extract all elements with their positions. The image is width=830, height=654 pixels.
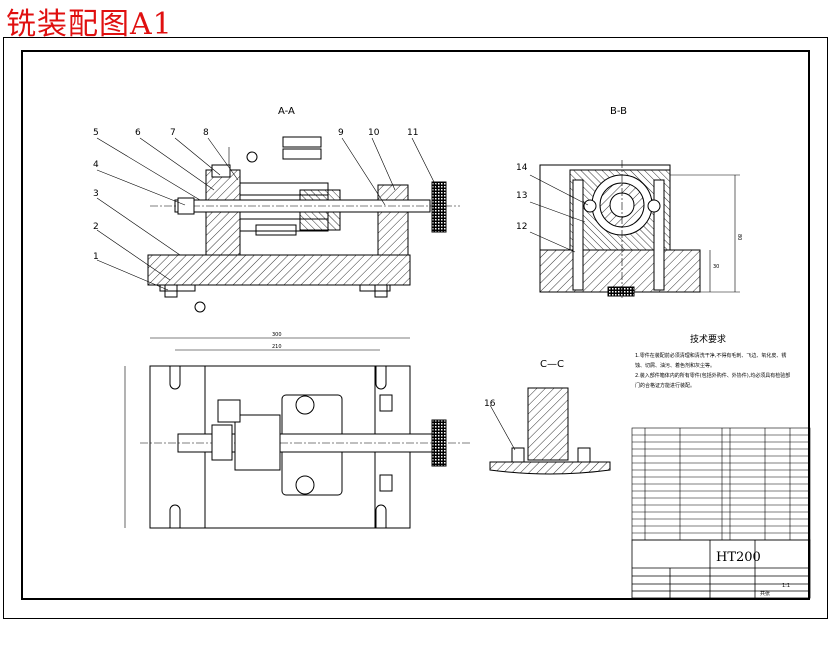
- part-label-12: 12: [516, 222, 527, 232]
- section-cc-view: C—C: [489, 359, 611, 475]
- drawing-scale: 1:1: [782, 583, 790, 589]
- part-number-labels: 5 6 7 8 9 10 11 4 3 2 1 14 13 12 16: [93, 128, 528, 409]
- part-label-2: 2: [93, 222, 99, 232]
- part-label-1: 1: [93, 252, 99, 262]
- material-spec: HT200: [716, 550, 761, 565]
- drawing-frame: [21, 50, 810, 600]
- part-label-8: 8: [203, 128, 209, 138]
- section-cc-label: C—C: [540, 359, 564, 370]
- section-aa-view: A-A: [96, 106, 460, 313]
- part-label-3: 3: [93, 189, 99, 199]
- dimension-inner-width: 210: [272, 344, 282, 350]
- part-label-16: 16: [484, 399, 496, 409]
- part-label-6: 6: [135, 128, 141, 138]
- outer-border: [3, 37, 828, 619]
- part-label-14: 14: [516, 163, 528, 173]
- part-label-7: 7: [170, 128, 176, 138]
- tech-requirements-line-3: 2.装入部件箱体内的所有零件(包括外购件、外协件),均必须具有检验部: [635, 372, 790, 379]
- part-label-4: 4: [93, 160, 99, 170]
- part-label-10: 10: [368, 128, 380, 138]
- tech-requirements-line-2: 蚀、切屑、油污、着色剂和灰尘等。: [635, 362, 715, 369]
- tech-requirements-line-1: 1.零件在装配前必须清理和清洗干净,不得有毛刺、飞边、氧化皮、锈: [635, 352, 786, 359]
- part-label-11: 11: [407, 128, 418, 138]
- part-label-5: 5: [93, 128, 99, 138]
- section-bb-view: B-B: [529, 106, 740, 300]
- part-label-13: 13: [516, 191, 527, 201]
- sheet-count: 共张: [760, 590, 770, 597]
- technical-requirements: 技术要求 1.零件在装配前必须清理和清洗干净,不得有毛刺、飞边、氧化皮、锈 蚀、…: [635, 333, 790, 389]
- dimension-height: 80: [736, 234, 742, 240]
- top-plan-view: [124, 337, 470, 529]
- title-block: [631, 539, 811, 599]
- part-label-9: 9: [338, 128, 344, 138]
- tech-requirements-heading: 技术要求: [690, 333, 726, 345]
- section-aa-label: A-A: [278, 106, 295, 117]
- parts-list-table: [631, 427, 811, 541]
- section-bb-label: B-B: [610, 106, 627, 117]
- dimension-overall-width: 300: [272, 332, 282, 338]
- dimension-base-height: 30: [713, 264, 719, 270]
- drawing-title: 铣装配图A1: [6, 7, 173, 42]
- tech-requirements-line-4: 门的合格证方能进行装配。: [635, 382, 695, 389]
